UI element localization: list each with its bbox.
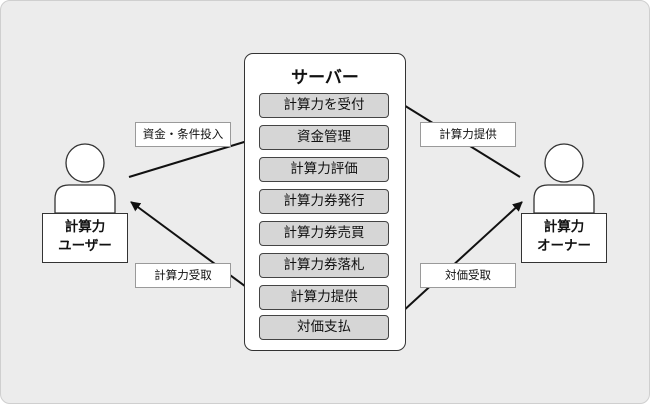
edge-label-owner-to-server: 計算力提供 <box>420 122 516 147</box>
owner-label-line1: 計算力 <box>543 219 585 235</box>
arrow-user-to-server <box>128 136 255 178</box>
owner-label-line2: オーナー <box>537 238 591 254</box>
owner-person-icon <box>533 143 595 214</box>
edge-label-server-to-owner: 対価受取 <box>420 263 516 288</box>
step-voucher-auction: 計算力券落札 <box>259 253 389 278</box>
step-payment: 対価支払 <box>259 315 389 340</box>
user-person-icon <box>54 143 116 214</box>
edge-label-server-to-user: 計算力受取 <box>135 263 231 288</box>
user-label-line1: 計算力 <box>64 219 106 235</box>
step-compute-intake: 計算力を受付 <box>259 93 389 118</box>
owner-label: 計算力 オーナー <box>521 213 607 263</box>
step-compute-evaluation: 計算力評価 <box>259 157 389 182</box>
step-compute-provision: 計算力提供 <box>259 285 389 310</box>
step-voucher-issue: 計算力券発行 <box>259 189 389 214</box>
edge-label-user-to-server: 資金・条件投入 <box>135 122 231 147</box>
arrow-server-to-user <box>130 201 258 296</box>
server-title: サーバー <box>291 68 359 88</box>
step-fund-management: 資金管理 <box>259 125 389 150</box>
user-label: 計算力 ユーザー <box>42 213 128 263</box>
step-voucher-trading: 計算力券売買 <box>259 221 389 246</box>
user-label-line2: ユーザー <box>58 238 112 254</box>
